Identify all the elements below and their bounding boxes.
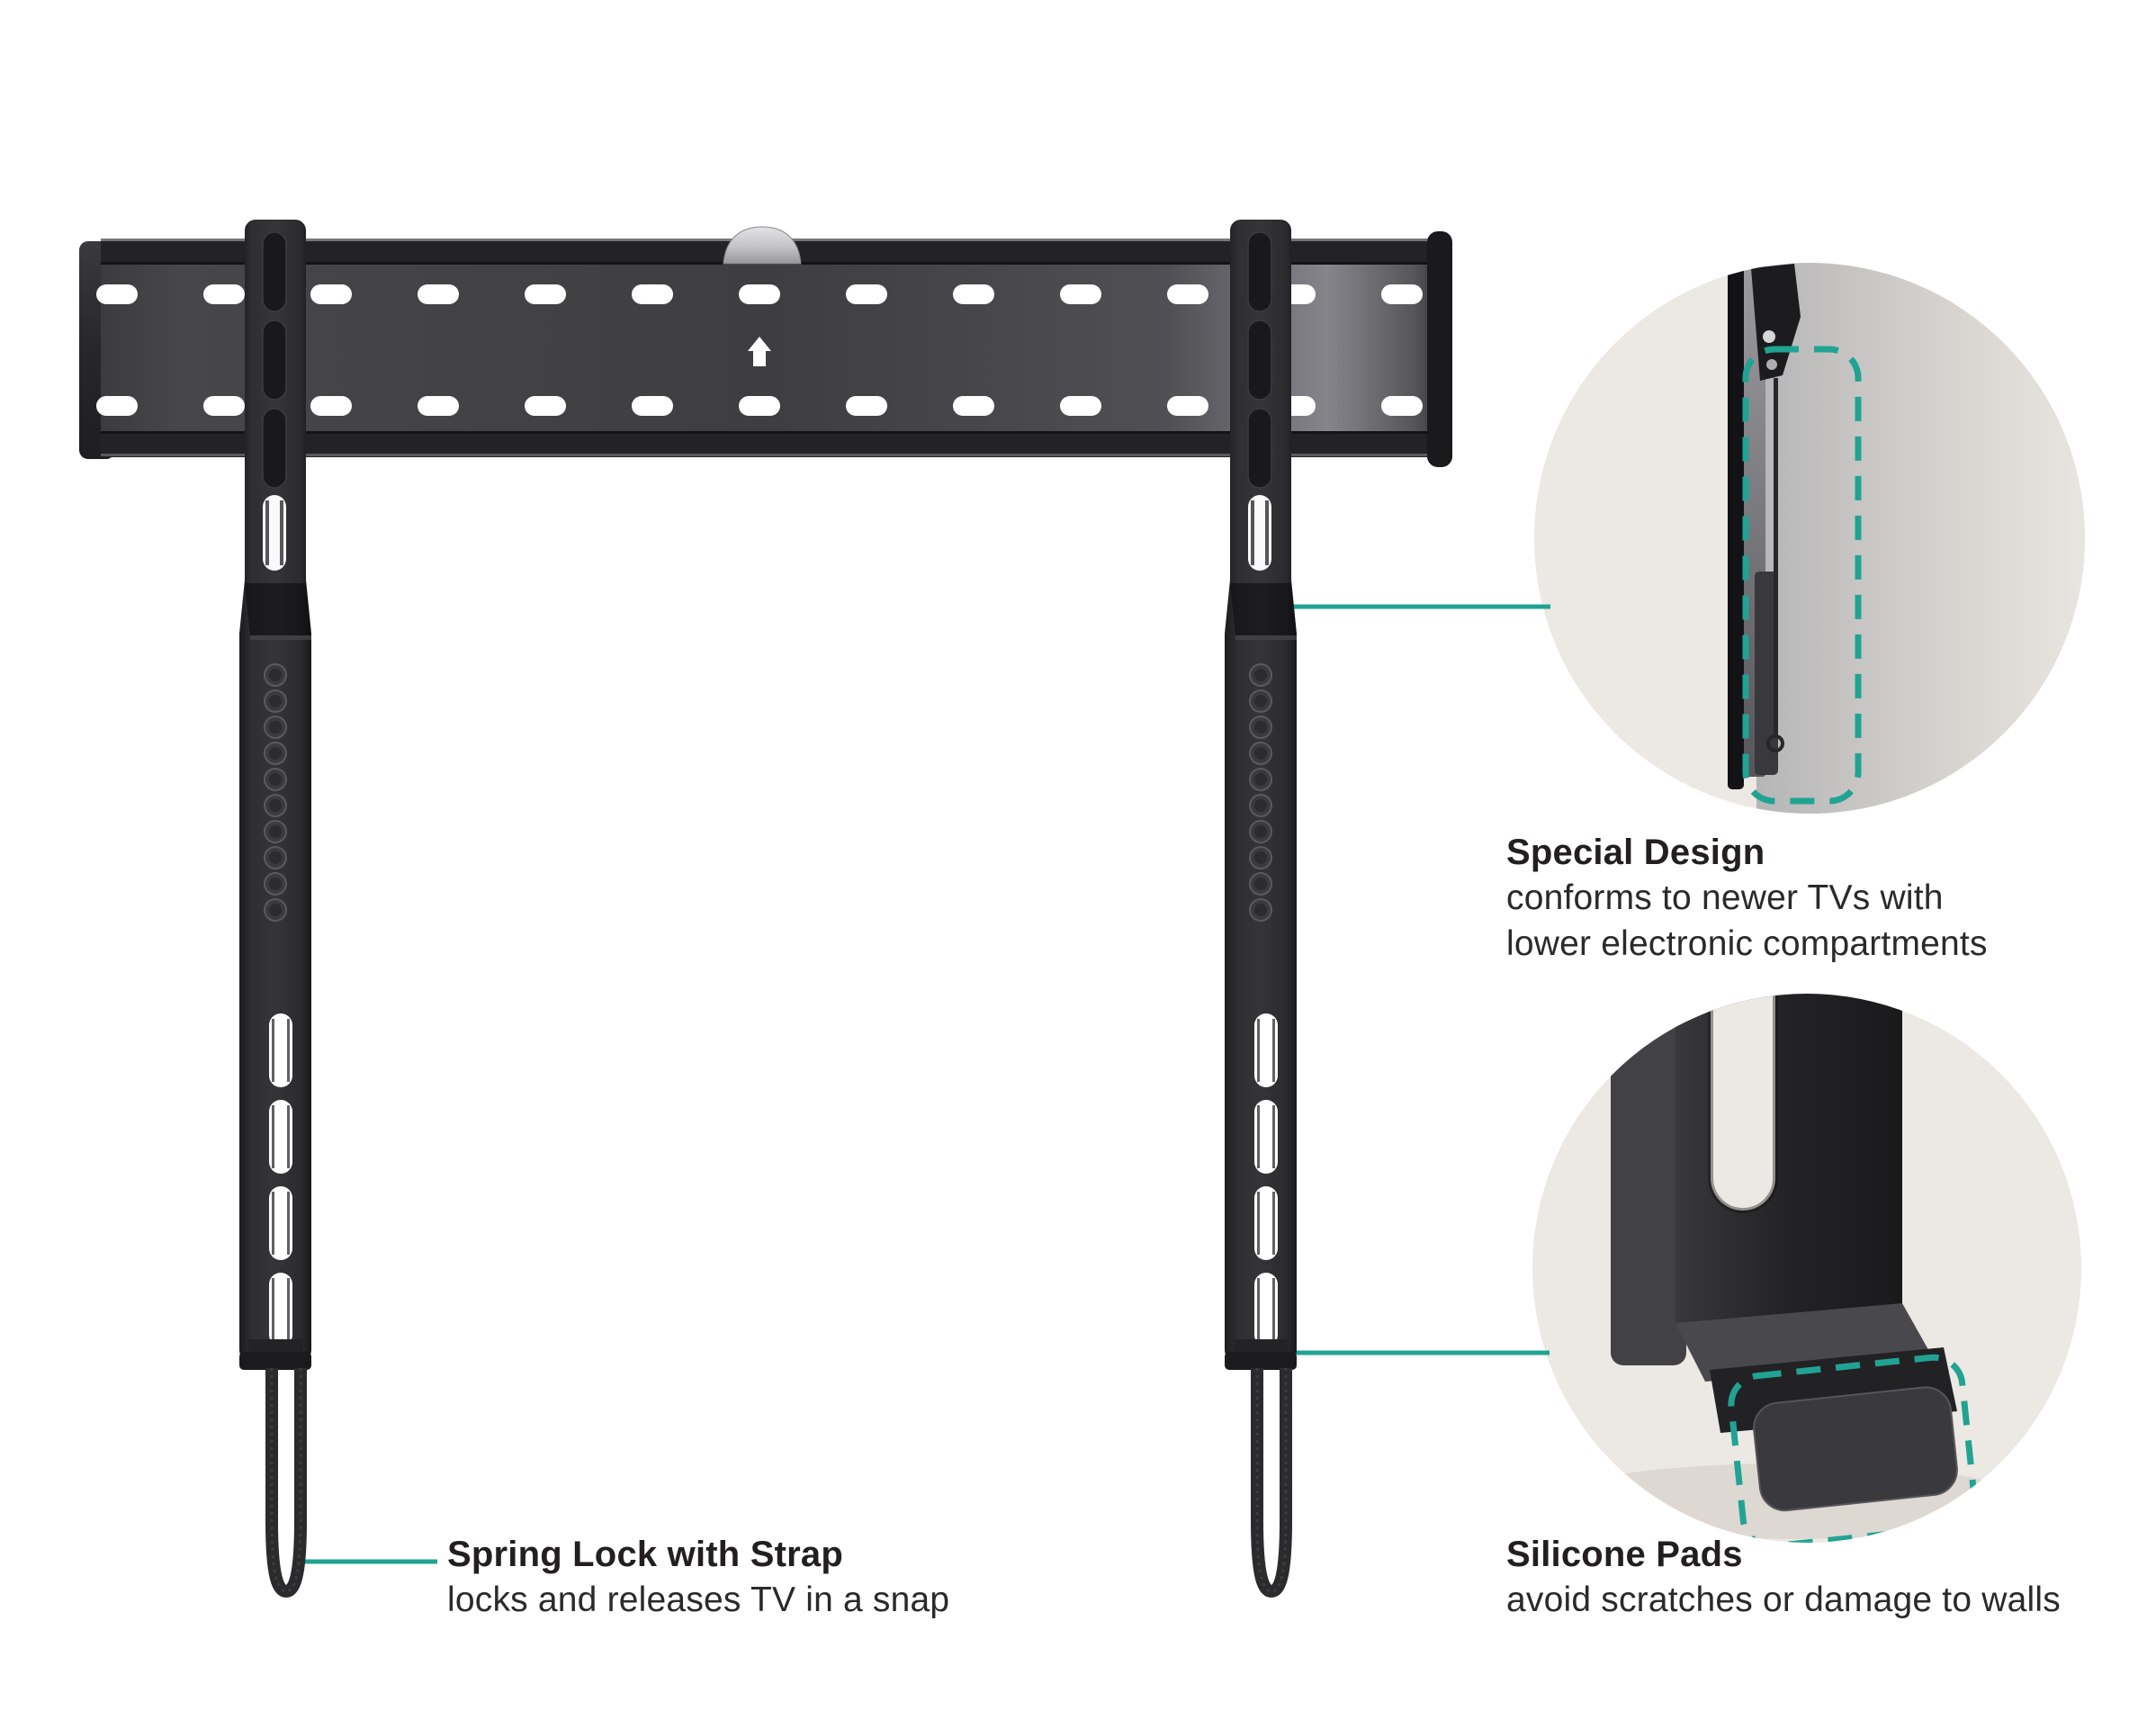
bracket-upper-slot [262,320,287,401]
callout-description-line: conforms to newer TVs with [1506,878,1944,917]
tv-lower-compartment [1755,572,1778,775]
lock-slot [269,1100,292,1174]
callout-description-line: lower electronic compartments [1506,924,1988,963]
bracket-foot [1225,1352,1297,1370]
tv-side-profile [1728,263,1744,789]
plate-mounting-slots [96,284,1423,416]
plate-right-endcap [1427,231,1452,467]
lock-slot [269,1273,292,1346]
callout-description-line: locks and releases TV in a snap [447,1580,950,1619]
arm-bend-shadow [1230,583,1297,635]
plate-bottom-rail [101,431,1434,457]
callout-description-line: avoid scratches or damage to walls [1506,1580,2061,1619]
lock-slot [1254,1013,1278,1087]
bracket-upper-slot [262,231,287,312]
strap-hook [1766,734,1784,752]
bracket-u-slot [1711,994,1775,1211]
callout-spring-lock: Spring Lock with Strap locks and release… [447,1532,949,1623]
lock-slot [1254,1100,1278,1174]
inset-circle-special-design [1534,263,2085,814]
strap-profile [1774,378,1778,734]
up-arrow-icon [748,337,771,366]
spring-lock-strap-loop [265,1368,307,1598]
callout-title: Spring Lock with Strap [447,1535,843,1574]
highlight-dashed-box [1742,346,1862,805]
bracket-foot [239,1352,311,1370]
callout-silicone-pads: Silicone Pads avoid scratches or damage … [1506,1532,2061,1623]
tv-brackets [239,220,1297,1598]
bracket-side-wall [1611,994,1686,1365]
lock-slot [269,1186,292,1260]
callout-special-design: Special Design conforms to newer TVs wit… [1506,830,1988,967]
wall-shade [1756,263,2085,814]
screw-icon [1766,359,1777,370]
inset-circle-silicone-pads [1532,994,2081,1543]
bracket-upper-slot [262,408,287,489]
lock-slot [1254,1186,1278,1260]
silicone-pad [1753,1386,1958,1512]
screw-icon [1763,330,1775,343]
right-bracket [1225,220,1297,1598]
highlight-dashed-box [1728,1354,1978,1543]
bracket-upper-slot [1247,408,1272,489]
bracket-upper-slot [1247,231,1272,312]
lock-slot [269,1013,292,1087]
bracket-upper-slot [1247,320,1272,401]
lock-slot [1254,1273,1278,1346]
arm-bend-shadow [245,583,311,635]
spring-lock-strap-loop [1251,1368,1292,1598]
callout-lines [299,604,1550,1564]
left-bracket [239,220,311,1598]
callout-title: Special Design [1506,833,1765,872]
level-tab-icon [723,226,802,265]
callout-title: Silicone Pads [1506,1535,1743,1574]
wall-plate [79,226,1452,467]
